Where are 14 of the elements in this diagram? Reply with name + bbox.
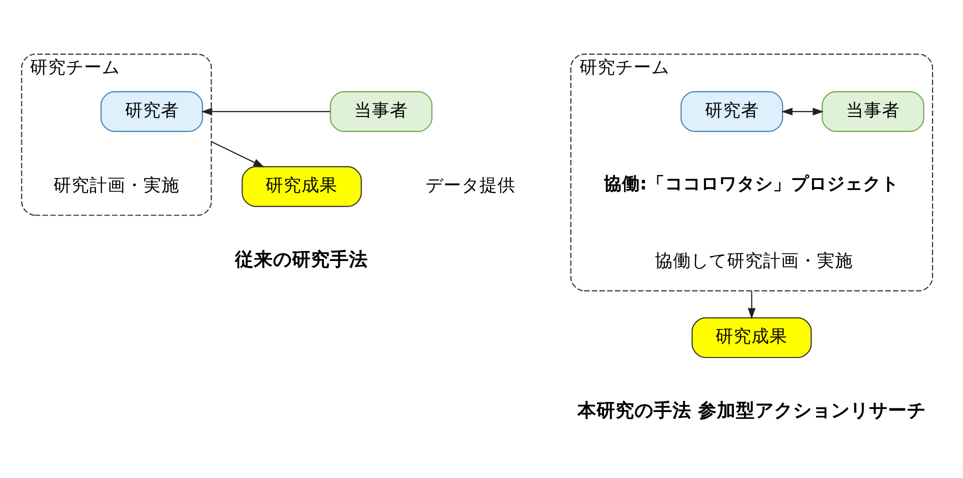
arrow	[748, 290, 756, 319]
node-label: データ提供	[425, 175, 516, 196]
node-box: 当事者	[330, 90, 432, 132]
node-label: 研究計画・実施	[53, 175, 180, 196]
node-box: 研究成果	[242, 166, 362, 206]
node-box: 研究成果	[692, 316, 812, 358]
label: 本研究の手法 参加型アクションリサーチ	[577, 400, 926, 422]
label: 従来の研究手法	[235, 249, 368, 270]
arrow	[201, 107, 330, 115]
node-box: 研究者	[100, 90, 204, 132]
arrow	[211, 140, 264, 167]
node-box: 研究者	[680, 90, 784, 132]
arrow	[781, 107, 824, 115]
node-box: 当事者	[822, 90, 924, 132]
